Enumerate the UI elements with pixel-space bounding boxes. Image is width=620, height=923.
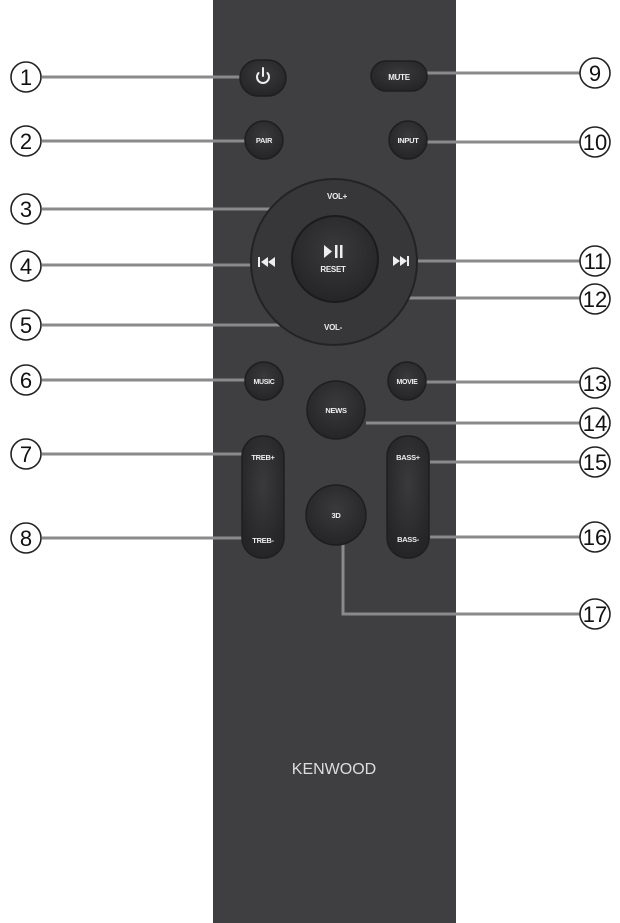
callouts-right: 9 10 11 12 13 14 15 16 17 — [579, 57, 611, 630]
treble-up-button[interactable]: TREB+ — [251, 453, 276, 462]
callout-13: 13 — [579, 367, 611, 399]
music-button[interactable]: MUSIC — [244, 361, 284, 401]
callout-12-label: 12 — [583, 287, 607, 312]
news-button[interactable]: NEWS — [306, 380, 366, 440]
callout-13-label: 13 — [583, 371, 607, 396]
callout-8: 8 — [10, 522, 42, 554]
treble-rocker: TREB+ TREB- — [241, 435, 285, 559]
callout-8-label: 8 — [20, 526, 32, 551]
3d-label: 3D — [332, 511, 342, 520]
input-label: INPUT — [397, 136, 419, 145]
vol-up-button[interactable]: VOL+ — [327, 192, 348, 201]
callout-12: 12 — [579, 283, 611, 315]
input-button[interactable]: INPUT — [388, 120, 428, 160]
callout-5: 5 — [10, 309, 42, 341]
callout-6-label: 6 — [20, 368, 32, 393]
bass-down-button[interactable]: BASS- — [397, 535, 420, 544]
mute-label: MUTE — [388, 73, 410, 82]
treble-down-button[interactable]: TREB- — [252, 536, 275, 545]
callout-3: 3 — [10, 193, 42, 225]
skip-forward-icon — [393, 256, 409, 266]
callout-9-label: 9 — [589, 61, 601, 86]
power-icon — [256, 67, 270, 84]
pair-label: PAIR — [256, 136, 273, 145]
callout-1-label: 1 — [20, 65, 32, 90]
callout-14: 14 — [579, 407, 611, 439]
next-button[interactable] — [386, 248, 416, 274]
callouts-left: 1 2 3 4 5 6 7 8 — [10, 61, 42, 554]
callout-1: 1 — [10, 61, 42, 93]
play-pause-icon — [324, 245, 343, 258]
callout-4-label: 4 — [20, 254, 32, 279]
callout-2: 2 — [10, 125, 42, 157]
pair-button[interactable]: PAIR — [244, 120, 284, 160]
callout-11-label: 11 — [584, 249, 607, 274]
callout-4: 4 — [10, 250, 42, 282]
3d-button[interactable]: 3D — [305, 484, 367, 546]
callout-6: 6 — [10, 364, 42, 396]
callout-14-label: 14 — [583, 411, 607, 436]
bass-up-button[interactable]: BASS+ — [396, 453, 421, 462]
movie-button[interactable]: MOVIE — [387, 361, 427, 401]
power-button[interactable] — [239, 59, 287, 97]
callout-15-label: 15 — [583, 450, 607, 475]
vol-down-button[interactable]: VOL- — [324, 323, 343, 332]
brand-logo: KENWOOD — [292, 761, 376, 778]
movie-label: MOVIE — [396, 379, 418, 386]
play-pause-button[interactable]: RESET — [291, 215, 379, 303]
callout-7: 7 — [10, 438, 42, 470]
callout-5-label: 5 — [20, 313, 32, 338]
mute-button[interactable]: MUTE — [370, 60, 428, 92]
callout-17-label: 17 — [583, 602, 607, 627]
news-label: NEWS — [325, 406, 347, 415]
callout-3-label: 3 — [20, 197, 32, 222]
prev-button[interactable] — [252, 250, 282, 276]
callout-10: 10 — [579, 126, 611, 158]
callout-7-label: 7 — [20, 442, 32, 467]
callout-2-label: 2 — [20, 129, 32, 154]
callout-16-label: 16 — [583, 525, 607, 550]
callout-11: 11 — [579, 245, 611, 277]
skip-back-icon — [258, 257, 275, 267]
callout-16: 16 — [579, 521, 611, 553]
reset-label: RESET — [320, 265, 346, 274]
callout-9: 9 — [579, 57, 611, 89]
music-label: MUSIC — [253, 379, 274, 386]
callout-17: 17 — [579, 598, 611, 630]
bass-rocker: BASS+ BASS- — [386, 435, 430, 559]
callout-15: 15 — [579, 446, 611, 478]
callout-10-label: 10 — [583, 130, 607, 155]
